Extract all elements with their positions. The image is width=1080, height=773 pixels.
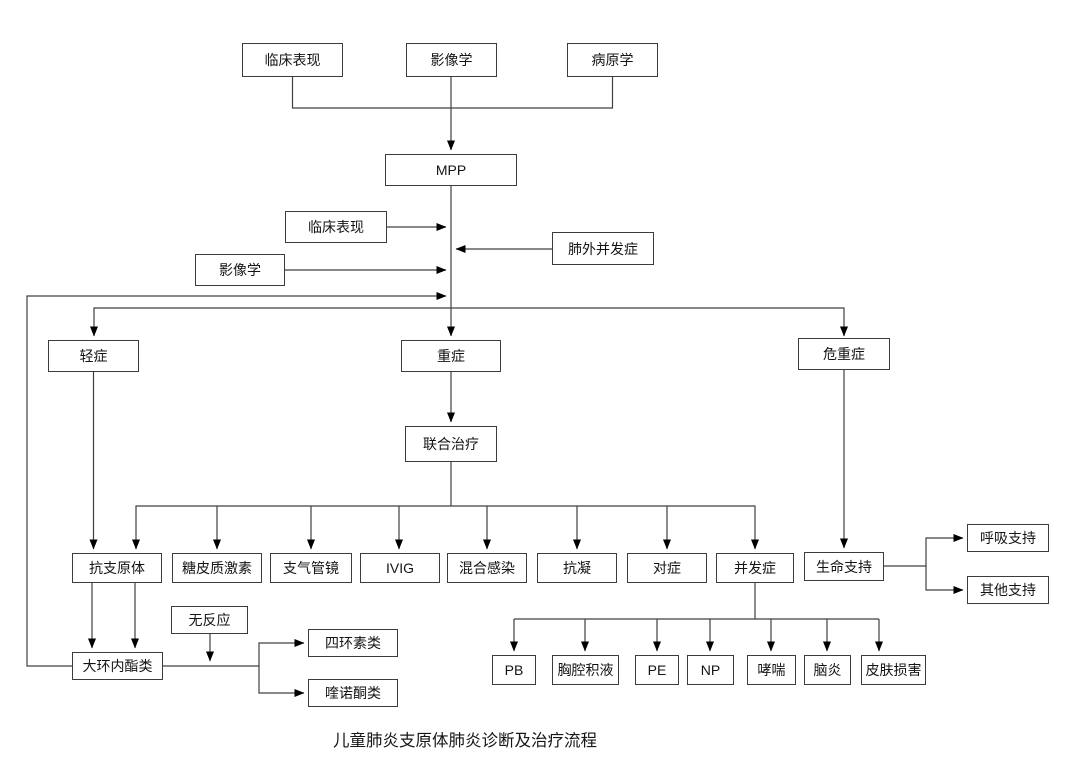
- node-mild: 轻症: [48, 340, 139, 372]
- connector-severity-branch: [90, 307, 848, 337]
- node-combined-therapy: 联合治疗: [405, 426, 497, 462]
- node-severe: 重症: [401, 340, 501, 372]
- node-pb: PB: [492, 655, 536, 685]
- node-clinical-manifestation-mid: 临床表现: [285, 211, 387, 243]
- node-asthma: 哮喘: [747, 655, 796, 685]
- node-respiratory-support: 呼吸支持: [967, 524, 1049, 552]
- node-mixed-infection: 混合感染: [447, 553, 527, 583]
- node-etiology: 病原学: [567, 43, 658, 77]
- node-imaging-mid: 影像学: [195, 254, 285, 286]
- node-pe: PE: [635, 655, 679, 685]
- connector-mpp-to-severe: [26, 186, 552, 667]
- node-ivig: IVIG: [360, 553, 440, 583]
- node-complications: 并发症: [716, 553, 794, 583]
- node-extrapulmonary-complications: 肺外并发症: [552, 232, 654, 265]
- node-macrolides: 大环内酯类: [72, 652, 163, 680]
- node-encephalitis: 脑炎: [804, 655, 851, 685]
- connector-complications-fanout: [510, 583, 883, 652]
- node-clinical-manifestation-top: 临床表现: [242, 43, 343, 77]
- node-life-support: 生命支持: [804, 552, 884, 581]
- node-glucocorticoid: 糖皮质激素: [172, 553, 262, 583]
- node-pleural-effusion: 胸腔积液: [552, 655, 619, 685]
- node-symptomatic: 对症: [627, 553, 707, 583]
- node-anti-mycoplasma: 抗支原体: [72, 553, 162, 583]
- connector-combined-therapy-branch: [132, 372, 759, 550]
- node-other-support: 其他支持: [967, 576, 1049, 604]
- connector-macrolide-branch: [88, 583, 305, 697]
- node-mpp: MPP: [385, 154, 517, 186]
- node-bronchoscopy: 支气管镜: [270, 553, 352, 583]
- connector-critical-to-supports: [840, 370, 964, 594]
- connector-top-inputs-to-mpp: [291, 77, 614, 151]
- diagram-title: 儿童肺炎支原体肺炎诊断及治疗流程: [333, 732, 597, 750]
- node-tetracyclines: 四环素类: [308, 629, 398, 657]
- node-np: NP: [687, 655, 734, 685]
- node-quinolones: 喹诺酮类: [308, 679, 398, 707]
- node-skin-damage: 皮肤损害: [861, 655, 926, 685]
- node-no-response: 无反应: [171, 606, 248, 634]
- node-anticoagulation: 抗凝: [537, 553, 617, 583]
- node-imaging-top: 影像学: [406, 43, 497, 77]
- node-critical: 危重症: [798, 338, 890, 370]
